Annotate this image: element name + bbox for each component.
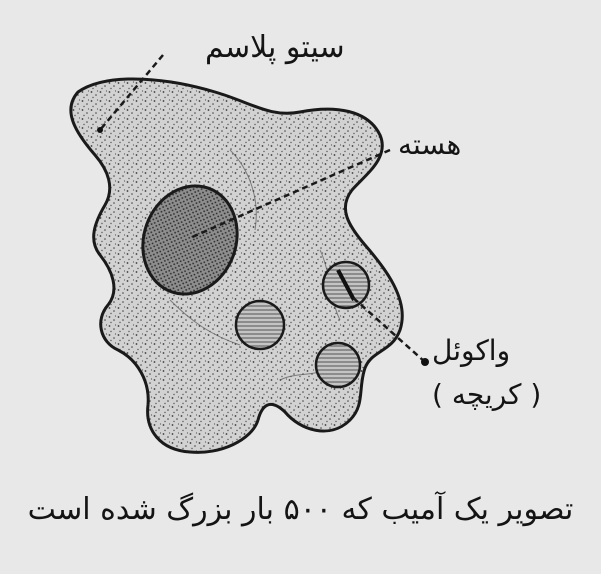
label-vacuole: واکوئل xyxy=(432,334,510,368)
label-nucleus: هسته xyxy=(398,128,461,162)
label-vacuole-alt: ( کریچه ) xyxy=(432,378,541,412)
food-vacuole-2 xyxy=(316,343,360,387)
label-cytoplasm: سیتو پلاسم xyxy=(205,30,345,66)
figure-caption: تصویر یک آمیب که ۵۰۰ بار بزرگ شده است xyxy=(8,492,593,527)
food-vacuole-1 xyxy=(236,301,284,349)
